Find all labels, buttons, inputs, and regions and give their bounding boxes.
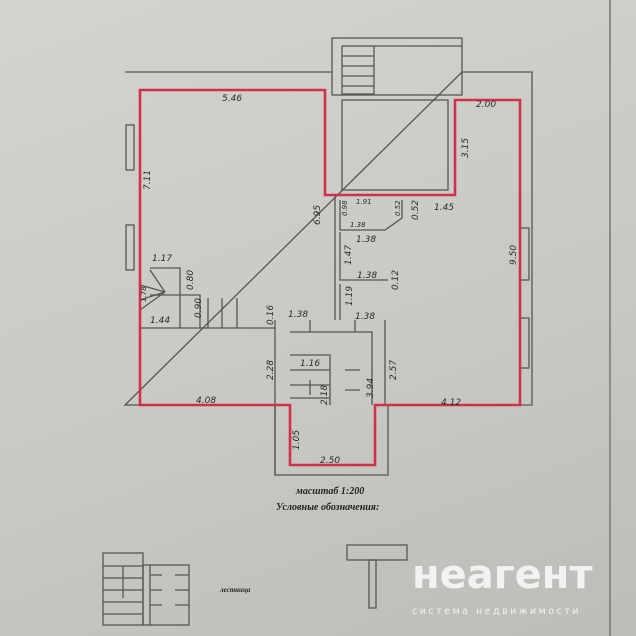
dim-label: 0.52 <box>394 200 402 216</box>
dim-label: 0.90 <box>194 298 204 318</box>
legend-title: Условные обозначения: <box>276 502 379 513</box>
dim-label: 3.15 <box>461 138 471 158</box>
dim-label: 2.28 <box>266 360 276 380</box>
dim-label: 1.78 <box>140 286 148 302</box>
dim-label: 1.38 <box>357 271 377 281</box>
dim-label: 0.80 <box>186 270 196 290</box>
dim-label: 1.19 <box>345 286 355 306</box>
dim-label: 6.95 <box>313 205 323 225</box>
dim-label: 4.12 <box>441 398 461 408</box>
watermark-brand: неагент <box>412 552 593 598</box>
dim-label: 1.17 <box>152 254 172 264</box>
dim-label: 1.91 <box>356 198 372 206</box>
dim-label: 1.38 <box>288 310 308 320</box>
dim-label: 1.47 <box>344 245 354 265</box>
dim-label: 0.16 <box>266 305 276 325</box>
interior-walls <box>139 195 403 475</box>
dim-label: 2.57 <box>389 360 399 380</box>
area-outline <box>138 88 522 467</box>
dim-label: 2.00 <box>476 100 496 110</box>
dim-label: 4.08 <box>196 396 216 406</box>
stair-legend-icon <box>102 552 190 626</box>
dim-label: 7.11 <box>143 170 153 190</box>
scale-label: масштаб 1:200 <box>295 486 364 497</box>
wall-legend-icon <box>346 544 408 609</box>
dim-label: 1.38 <box>356 235 376 245</box>
dim-label: 5.46 <box>222 94 242 104</box>
dim-label: 2.18 <box>320 385 330 405</box>
dim-label: 2.50 <box>320 456 340 466</box>
dim-label: 1.05 <box>292 430 302 450</box>
dim-label: 9.50 <box>509 245 519 265</box>
top-room-inner-wall <box>341 99 449 191</box>
dim-label: 1.16 <box>300 359 320 369</box>
dim-label: 1.44 <box>150 316 170 326</box>
dim-label: 0.12 <box>391 270 401 290</box>
dim-label: 3.94 <box>366 378 376 398</box>
dim-label: 1.38 <box>355 312 375 322</box>
watermark-tagline: система недвижимости <box>412 606 581 617</box>
dim-label: 0.98 <box>341 200 349 216</box>
dim-label: 1.45 <box>434 203 454 213</box>
dim-label: 0.52 <box>411 200 421 220</box>
entrance-stairs <box>331 37 463 96</box>
dim-label: 1.38 <box>350 221 366 229</box>
dimension-labels: 5.46 7.11 6.95 2.00 3.15 1.91 0.98 0.52 … <box>140 94 519 466</box>
stair-legend-label: лестница <box>219 586 251 594</box>
